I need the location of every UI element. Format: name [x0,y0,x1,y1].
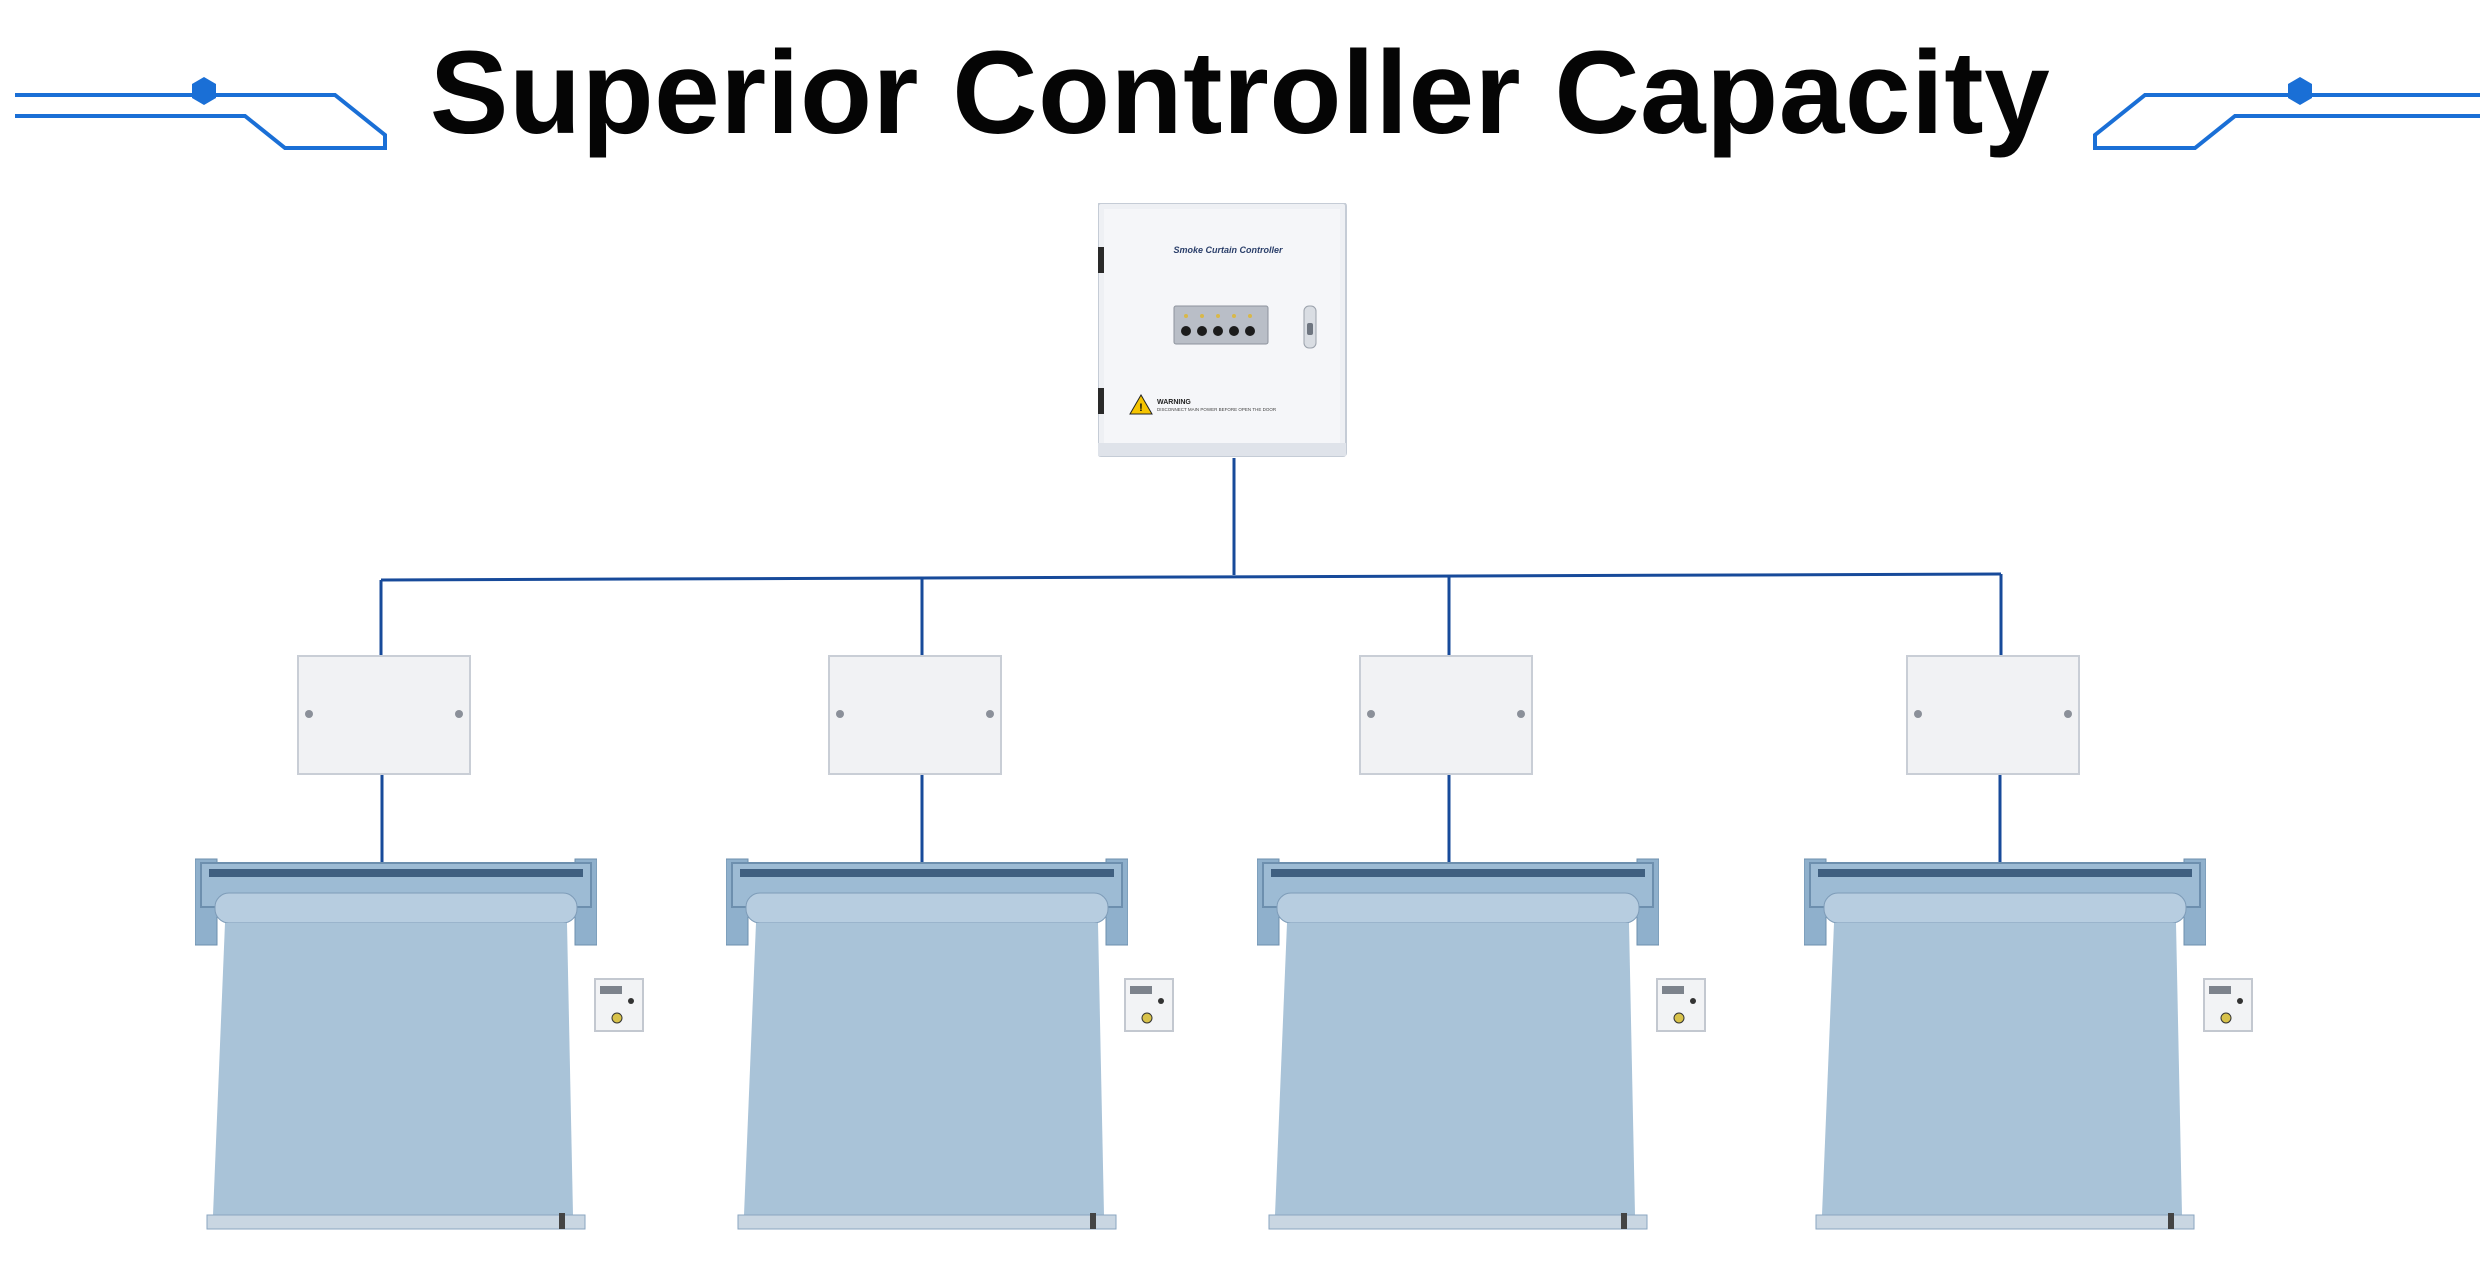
warning-title: WARNING [1157,399,1191,406]
page-title: Superior Controller Capacity [429,27,2051,159]
junction-box [297,655,471,775]
junction-box [828,655,1002,775]
local-control-panel [2203,978,2253,1032]
local-control-panel [594,978,644,1032]
local-control-panel [1124,978,1174,1032]
controller-label: Smoke Curtain Controller [1173,245,1283,255]
smoke-curtain-controller: Smoke Curtain Controller ! WARNING DISCO… [1098,203,1347,457]
smoke-curtain-unit [1257,858,1659,1230]
warning-text: DISCONNECT MAIN POWER BEFORE OPEN THE DO… [1157,407,1277,412]
svg-text:!: ! [1139,402,1143,414]
junction-box [1359,655,1533,775]
smoke-curtain-unit [1804,858,2206,1230]
circuit-decoration-right [2093,77,2480,150]
junction-box [1906,655,2080,775]
circuit-decoration-left [15,77,387,150]
smoke-curtain-unit [195,858,597,1230]
local-control-panel [1656,978,1706,1032]
smoke-curtain-unit [726,858,1128,1230]
